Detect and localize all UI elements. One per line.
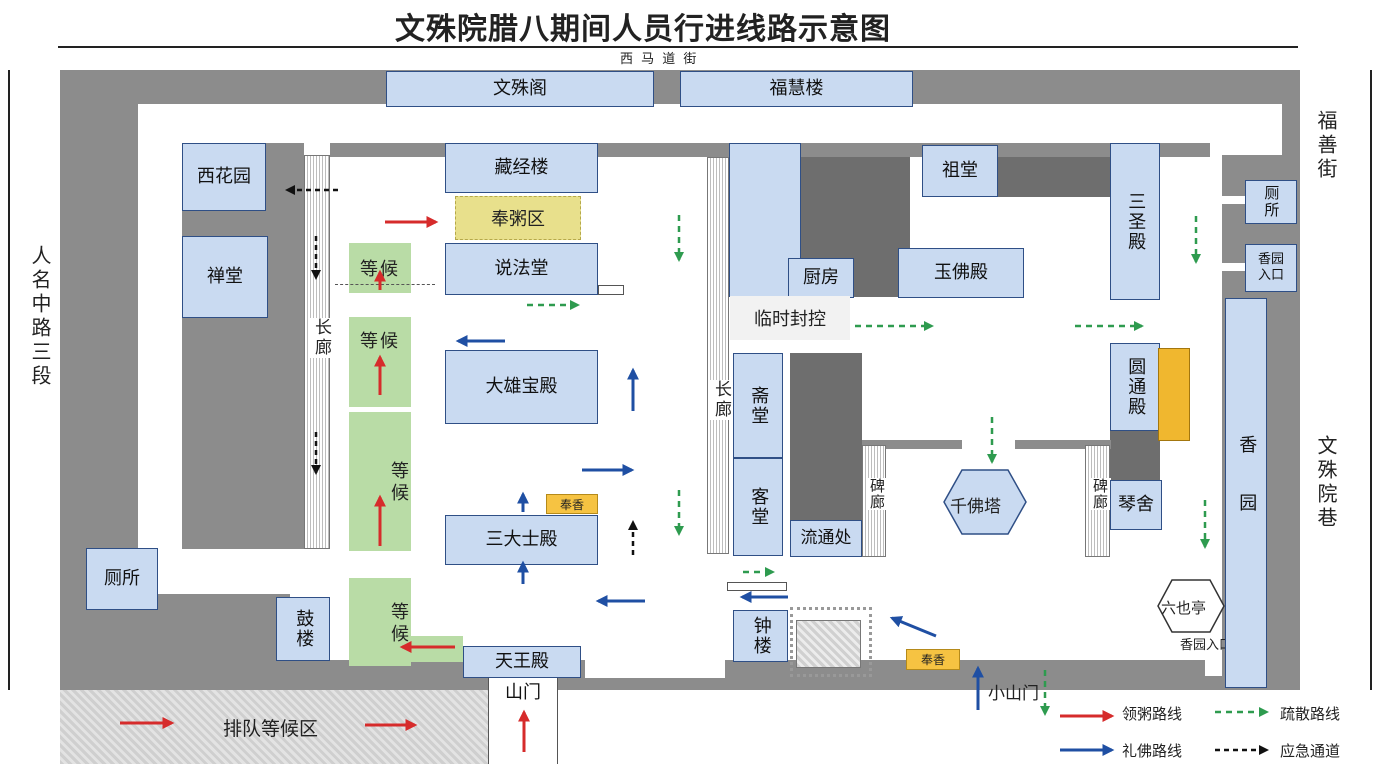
building-zhonglou: 钟楼 xyxy=(733,610,788,662)
building-qinshe: 琴舍 xyxy=(1110,480,1162,530)
zutang-block xyxy=(998,157,1110,197)
label-liuyeting: 六也亭 xyxy=(1161,599,1207,617)
mid-wall-left xyxy=(862,440,962,449)
incense-badge-1: 奉香 xyxy=(546,494,598,514)
stele-corridor-label-2: 碑廊 xyxy=(1090,478,1111,510)
label-xiangyuan-rukou2: 香园入口 xyxy=(1180,638,1233,653)
building-ketang: 客堂 xyxy=(733,458,783,556)
building-xiangyuan: 香园 xyxy=(1225,298,1267,688)
page-title: 文殊院腊八期间人员行进线路示意图 xyxy=(395,12,891,47)
porridge-area: 奉粥区 xyxy=(455,196,581,240)
corridor-east-label: 长廊 xyxy=(709,380,734,420)
outer-wall-right xyxy=(1282,70,1300,690)
building-yuantongdian: 圆通殿 xyxy=(1110,343,1160,431)
label-xiaoshanmen: 小山门 xyxy=(988,684,1039,704)
street-left: 人名中路三段 xyxy=(28,245,52,389)
building-shuofatang: 说法堂 xyxy=(445,243,598,295)
building-cangjinglou: 藏经楼 xyxy=(445,143,598,193)
building-chantang: 禅堂 xyxy=(182,236,268,318)
legend-green-label: 疏散路线 xyxy=(1280,705,1341,723)
street-right-top: 福善街 xyxy=(1314,110,1338,182)
right-gap-1 xyxy=(1222,196,1245,204)
waiting-dashed-line xyxy=(335,284,435,285)
queue-area-label: 排队等候区 xyxy=(223,718,319,740)
legend-blue-label: 礼佛路线 xyxy=(1122,742,1183,760)
liutong-block xyxy=(790,353,862,523)
yuantong-annex xyxy=(1158,348,1190,441)
legend-red-label: 领粥路线 xyxy=(1122,705,1183,723)
blue-route-arrow xyxy=(889,616,937,638)
mid-wall-right xyxy=(1015,440,1111,449)
building-fuhuilou: 福慧楼 xyxy=(680,71,913,107)
control-area: 临时封控 xyxy=(730,296,850,340)
waiting-area-4-tail xyxy=(411,636,463,662)
shuofatang-annex xyxy=(598,285,624,295)
title-underline xyxy=(58,46,1298,48)
right-bottom-wall xyxy=(1058,676,1223,690)
small-bar-1 xyxy=(727,582,787,591)
building-shanmen: 山门 xyxy=(488,678,558,764)
building-gulou: 鼓楼 xyxy=(276,597,330,661)
waiting-area-3: 等候 xyxy=(349,412,411,551)
label-qianfota: 千佛塔 xyxy=(950,497,1001,517)
building-cesuo-left: 厕所 xyxy=(86,548,158,610)
building-sanshengdian: 三圣殿 xyxy=(1110,143,1160,300)
building-daxiongbaodian: 大雄宝殿 xyxy=(445,350,598,424)
left-street-line xyxy=(8,70,10,690)
street-right-mid: 文殊院巷 xyxy=(1314,435,1338,531)
yuantong-back xyxy=(1110,430,1160,480)
stele-corridor-label-1: 碑廊 xyxy=(867,478,888,510)
building-cesuo-right: 厕所 xyxy=(1245,180,1297,224)
building-liutongchu: 流通处 xyxy=(790,520,862,557)
restricted-box-inner xyxy=(796,620,861,668)
incense-badge-2: 奉香 xyxy=(906,649,960,670)
building-chufang: 厨房 xyxy=(788,258,854,298)
legend-black-label: 应急通道 xyxy=(1280,742,1341,760)
right-gap-2 xyxy=(1222,263,1245,271)
building-sandashidian: 三大士殿 xyxy=(445,515,598,565)
right-street-line xyxy=(1370,70,1372,690)
building-xihuayuan: 西花园 xyxy=(182,143,266,211)
restricted-box xyxy=(790,607,872,677)
building-xiangyuan-rukou: 香园入口 xyxy=(1245,244,1297,292)
building-yufodian: 玉佛殿 xyxy=(898,248,1024,298)
corridor-east xyxy=(707,157,729,554)
street-top: 西 马 道 街 xyxy=(620,52,699,67)
building-zutang: 祖堂 xyxy=(922,145,998,197)
building-wenshuge: 文殊阁 xyxy=(386,71,654,107)
bottom-gap xyxy=(585,660,725,678)
building-zhaitang: 斋堂 xyxy=(733,353,783,458)
waiting-area-4: 等候 xyxy=(349,578,411,666)
waiting-area-2: 等候 xyxy=(349,317,411,407)
building-tianwangdian: 天王殿 xyxy=(463,646,581,678)
waiting-area-1: 等候 xyxy=(349,243,411,293)
corridor-west-label: 长廊 xyxy=(309,318,334,358)
